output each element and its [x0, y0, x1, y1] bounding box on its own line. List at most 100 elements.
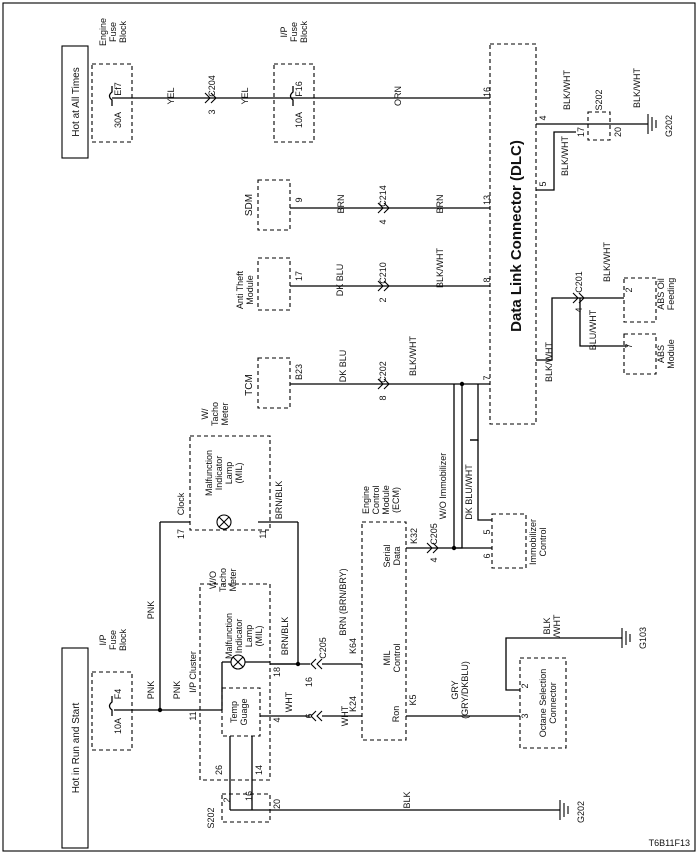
gry-label: GRY — [450, 680, 460, 699]
f16-name: F16 — [294, 81, 304, 97]
cl-pin4: 4 — [272, 717, 282, 722]
g103-ground — [621, 628, 631, 648]
temp-gauge-label-1: Temp — [229, 701, 239, 723]
abs-pin7: 7 — [624, 343, 634, 348]
fuse-f4-symbol — [108, 696, 113, 716]
wire-orn-label: ORN — [393, 86, 403, 106]
tcm-pin-b23: B23 — [294, 364, 304, 380]
w-tacho-label-3: Meter — [220, 402, 230, 425]
abs-pin2: 2 — [624, 287, 634, 292]
dlc-s202-wire-2: BLK/WHT — [560, 136, 570, 177]
ip-fuse-top-label-2: Fuse — [289, 22, 299, 42]
s202-top-box — [587, 111, 611, 141]
mil-control-label-1: MIL — [382, 650, 392, 665]
wire-cluster-ground — [229, 780, 253, 810]
engine-fuse-block — [91, 63, 133, 143]
s202-pin20: 20 — [613, 127, 623, 137]
mil-bottom-label-2: Indicator — [234, 619, 244, 654]
dlc-pin16: 16 — [482, 87, 492, 97]
pnk-label-3: PNK — [172, 681, 182, 700]
wire-pnk — [114, 522, 161, 711]
f16-rating: 10A — [294, 112, 304, 128]
wo-immobilizer-label: W/O Immobilizer — [438, 453, 448, 520]
dlc-c201-wire: BLK/WHT — [544, 342, 554, 383]
imm-pin6: 6 — [482, 553, 492, 558]
at-wire-1: DK BLU — [335, 264, 345, 297]
c205-a-connector — [426, 542, 439, 554]
clk-pin17: 17 — [176, 529, 186, 539]
abs-module-box — [623, 333, 657, 375]
s202-pin17: 17 — [576, 127, 586, 137]
c210-label: C210 — [378, 262, 388, 284]
c202-label: C202 — [378, 361, 388, 383]
ecm-pin-k32: K32 — [409, 528, 419, 544]
g202-top-label: G202 — [664, 115, 674, 137]
c205-b-label: C205 — [318, 637, 328, 659]
cl-pin18: 18 — [272, 667, 282, 677]
clock-box — [189, 435, 271, 531]
mil-bottom-label-4: (MIL) — [254, 626, 264, 647]
dk-blu-wht-label: DK BLU/WHT — [464, 464, 474, 520]
mil-top-label-3: Lamp — [224, 462, 234, 485]
ecm-label-1: Engine — [361, 486, 371, 514]
engine-fuse-label-2: Fuse — [108, 22, 118, 42]
fuse-f16-symbol — [289, 86, 294, 106]
at-wire-2: BLK/WHT — [435, 248, 445, 289]
w-tacho-label-2: Tacho — [210, 402, 220, 426]
w-tacho-label-1: W/ — [200, 408, 210, 419]
at-pin17: 17 — [294, 271, 304, 281]
g103-label: G103 — [638, 627, 648, 649]
serial-data-label-2: Data — [392, 546, 402, 565]
wire-immobilizer — [470, 439, 492, 521]
mil-bottom-label-1: Malfunction — [224, 613, 234, 659]
s202b-pin20: 20 — [272, 799, 282, 809]
dlc-pin7: 7 — [482, 375, 492, 380]
engine-fuse-label-3: Block — [118, 21, 128, 44]
wire-yel-label-2: YEL — [240, 87, 250, 104]
c205-a-label: C205 — [429, 523, 439, 545]
splice-dot-3 — [295, 661, 301, 667]
c205-pin4: 4 — [429, 557, 439, 562]
ip-cluster-label: I/P Cluster — [188, 651, 198, 693]
wire-octane-ground — [505, 637, 622, 691]
sdm-label: SDM — [244, 194, 255, 216]
anti-theft-label-2: Module — [245, 275, 255, 305]
wire-c201-abs — [536, 297, 628, 361]
brn-bry-label: BRN (BRN/BRY) — [338, 568, 348, 635]
s202-top-label: S202 — [594, 89, 604, 110]
ecm-pin-k24: K24 — [348, 696, 358, 712]
mil-top-lamp-cross — [218, 516, 230, 528]
ip-fuse-bottom-label-3: Block — [118, 629, 128, 652]
sdm-pin9: 9 — [294, 197, 304, 202]
c201-connector — [572, 292, 585, 304]
s202b-pin2: 2 — [222, 797, 232, 802]
c205-pin16: 16 — [304, 677, 314, 687]
wire-yel-label-1: YEL — [166, 87, 176, 104]
tcm-wire-2: BLK/WHT — [408, 336, 418, 377]
hot-at-all-times-label: Hot at All Times — [71, 67, 82, 136]
wo-tacho-label-3: Meter — [228, 568, 238, 591]
temp-gauge-label-2: Guage — [239, 698, 249, 725]
oct-pin2: 2 — [520, 683, 530, 688]
s202b-pin16: 16 — [244, 791, 254, 801]
abs-oil-box — [623, 277, 657, 323]
ip-fuse-block-bottom — [91, 671, 133, 751]
sdm-wire-2: BRN — [435, 194, 445, 213]
g202-bottom-ground — [559, 800, 569, 820]
c210-connector — [377, 280, 390, 292]
cl-pin14: 14 — [254, 765, 264, 775]
c201-pin4: 4 — [574, 307, 584, 312]
ron-label: Ron — [391, 706, 401, 723]
anti-theft-box — [257, 257, 291, 311]
ip-fuse-top-label-3: Block — [299, 21, 309, 44]
immobilizer-box — [491, 513, 527, 569]
cl-pin11: 11 — [188, 711, 198, 720]
ecm-label-2: Control — [371, 485, 381, 514]
octane-box — [519, 657, 567, 749]
tcm-label: TCM — [244, 374, 255, 396]
wire-dlc-s202 — [536, 123, 576, 191]
g103-wire-1: BLK — [542, 617, 552, 634]
serial-data-label-1: Serial — [382, 544, 392, 567]
